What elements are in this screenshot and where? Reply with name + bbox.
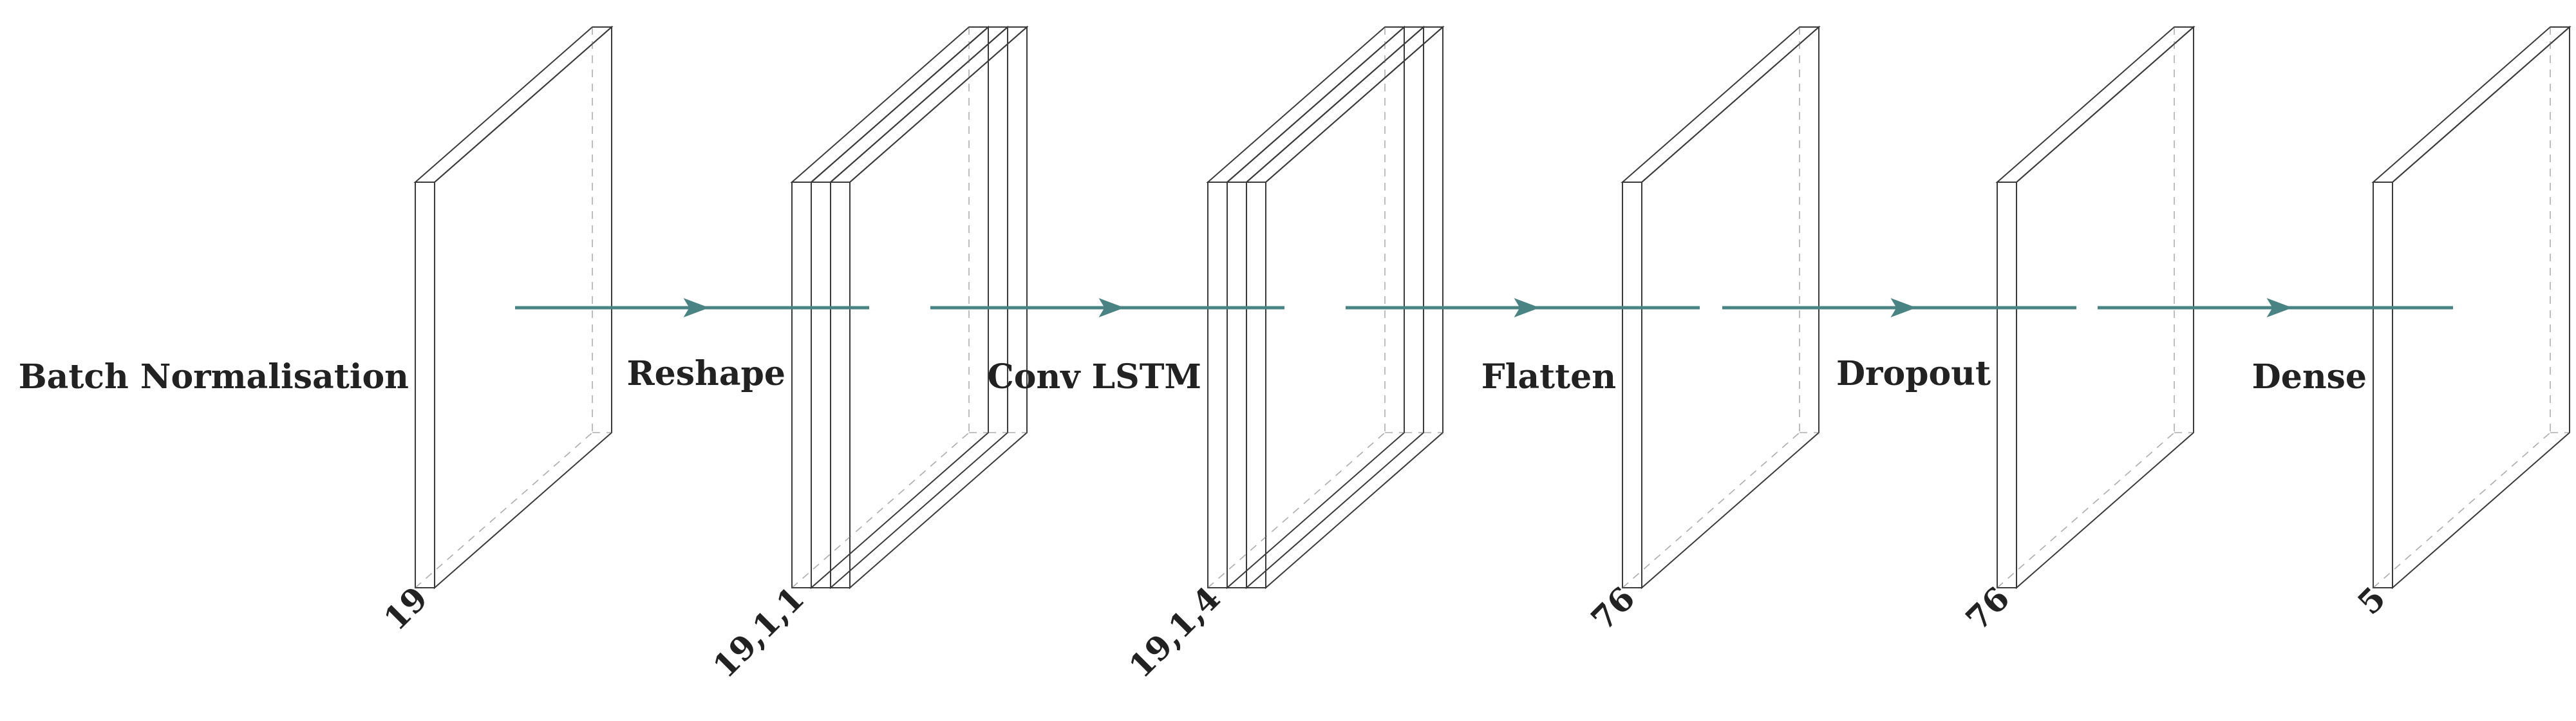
layer-reshape-slab-0 (790, 25, 990, 590)
layer-flatten-slab-0 (1621, 25, 1821, 590)
layer-dim-convlstm: 19,1,4 (1122, 579, 1228, 686)
layer-dense (2371, 25, 2571, 590)
layers-group (413, 25, 2571, 590)
connection-arrow-5 (2098, 298, 2453, 317)
layer-dense-top-face (2371, 26, 2571, 183)
layer-name-reshape: Reshape (626, 354, 785, 393)
layer-convlstm-front-face (1227, 182, 1247, 588)
layer-reshape-front-face (811, 182, 831, 588)
connection-arrow-1 (515, 298, 869, 317)
layer-dense-hidden-edge (2373, 432, 2551, 588)
layer-name-dropout: Dropout (1836, 354, 1991, 393)
layer-dense-front-face (2373, 182, 2393, 588)
layer-dim-dense: 5 (2350, 579, 2393, 622)
layer-dropout-top-face (1995, 26, 2195, 183)
layer-convlstm-hidden-edge (1207, 432, 1386, 588)
layer-convlstm-top-face (1245, 26, 1445, 183)
layer-dim-reshape: 19,1,1 (706, 579, 812, 686)
arrowhead-icon (1890, 298, 1917, 317)
connection-arrow-4 (1722, 298, 2076, 317)
arrowhead-icon (1098, 298, 1125, 317)
layer-reshape-hidden-edge (791, 432, 970, 588)
layer-dense-slab-0 (2371, 25, 2571, 590)
layer-flatten (1621, 25, 1821, 590)
layer-reshape-front-face (830, 182, 851, 588)
layer-connections (515, 298, 2453, 317)
layer-batchnorm-front-face (415, 182, 435, 588)
layer-reshape-top-face (790, 26, 990, 183)
layer-batchnorm (413, 25, 614, 590)
layer-name-flatten: Flatten (1481, 357, 1616, 397)
layer-name-dense: Dense (2252, 357, 2367, 397)
layer-dropout-hidden-edge (1997, 432, 2175, 588)
connection-arrow-3 (1346, 298, 1700, 317)
layer-reshape-top-face (809, 26, 1010, 183)
layer-convlstm-slab-0 (1206, 25, 1406, 590)
layer-reshape-top-face (829, 26, 1029, 183)
arrowhead-icon (683, 298, 710, 317)
layer-convlstm-top-face (1225, 26, 1425, 183)
layer-dropout-slab-0 (1995, 25, 2195, 590)
layer-convlstm-front-face (1246, 182, 1266, 588)
arrowhead-icon (1514, 298, 1540, 317)
arrowhead-icon (2266, 298, 2293, 317)
layer-flatten-front-face (1622, 182, 1642, 588)
layer-convlstm (1206, 25, 1445, 590)
layer-convlstm-front-face (1207, 182, 1228, 588)
layer-reshape (790, 25, 1029, 590)
layer-name-batchnorm: Batch Normalisation (19, 357, 409, 397)
layer-batchnorm-hidden-edge (415, 432, 593, 588)
layer-flatten-hidden-edge (1622, 432, 1800, 588)
layer-dropout (1995, 25, 2195, 590)
layer-batchnorm-slab-0 (413, 25, 614, 590)
layer-dropout-front-face (1997, 182, 2017, 588)
layer-batchnorm-top-face (413, 26, 614, 183)
layer-flatten-top-face (1621, 26, 1821, 183)
layer-name-convlstm: Conv LSTM (987, 357, 1201, 397)
connection-arrow-2 (930, 298, 1284, 317)
layer-reshape-front-face (791, 182, 812, 588)
layer-convlstm-top-face (1206, 26, 1406, 183)
